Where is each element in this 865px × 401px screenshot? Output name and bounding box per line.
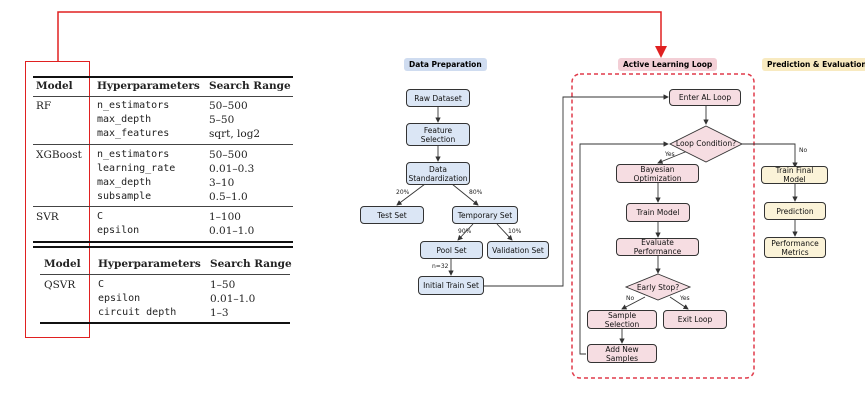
edge-label-val-pct: 10% [508,228,522,235]
edge-label-temp-pct: 80% [469,189,483,196]
node-pool-set: Pool Set [420,241,483,259]
edge-label-no: No [799,147,808,154]
table-header-row: Model Hyperparameters Search Range [32,80,295,92]
node-raw-dataset: Raw Dataset [406,89,470,107]
model-name: XGBoost [36,149,82,161]
edge-label-test-pct: 20% [396,189,410,196]
header-search-range: Search Range [209,80,291,92]
node-train-model: Train Model [626,203,690,222]
early-stop-diamond [624,273,692,301]
header-hyperparameters: Hyperparameters [98,258,201,270]
range-value: 50–500 [209,149,248,161]
param-name: epsilon [98,293,141,304]
header-hyperparameters: Hyperparameters [97,80,200,92]
edge-label-yes: Yes [680,295,690,302]
range-value: 0.01–1.0 [209,225,255,237]
header-search-range: Search Range [210,258,292,270]
table-row: SVR C epsilon 1–100 0.01–1.0 [32,210,258,238]
node-performance-metrics: Performance Metrics [764,237,826,258]
edge-label-n-init: n=32 [432,263,449,270]
active-learning-frame [571,73,755,379]
node-sample-selection: Sample Selection [587,310,657,329]
model-name: QSVR [44,279,76,291]
range-value: 50–500 [209,100,248,112]
param-name: max_depth [97,114,152,125]
table-row: QSVR C epsilon circuit depth 1–50 0.01–1… [40,278,259,320]
edge-label-yes: Yes [665,151,675,158]
lane-title-data-preparation: Data Preparation [404,58,487,71]
node-temporary-set: Temporary Set [452,206,518,224]
range-value: 0.5–1.0 [209,191,248,203]
node-exit-loop: Exit Loop [663,310,727,329]
lane-title-active-learning: Active Learning Loop [618,58,718,71]
node-initial-train-set: Initial Train Set [418,276,484,295]
header-model: Model [44,258,81,270]
highlight-box [25,61,90,338]
range-value: 5–50 [209,114,235,126]
node-validation-set: Validation Set [487,241,549,259]
range-value: 0.01–0.3 [209,163,255,175]
node-loop-condition: Loop Condition? [675,139,737,148]
range-value: sqrt, log2 [209,128,261,140]
param-name: C [98,279,105,290]
node-evaluate-performance: Evaluate Performance [616,238,699,256]
node-test-set: Test Set [360,206,424,224]
param-name: C [97,211,104,222]
table-header-row: Model Hyperparameters Search Range [40,258,296,270]
node-bayesian-optimization: Bayesian Optimization [616,164,699,183]
param-name: max_depth [97,177,152,188]
table-row: XGBoost n_estimators learning_rate max_d… [32,148,258,204]
table-row: RF n_estimators max_depth max_features 5… [32,99,264,141]
loop-condition-diamond [668,125,744,163]
node-enter-al-loop: Enter AL Loop [669,89,741,106]
node-add-new-samples: Add New Samples [587,344,657,363]
edge-label-no: No [626,295,635,302]
node-data-standardization: Data Standardization [406,162,470,185]
lane-title-prediction: Prediction & Evaluation [762,58,865,71]
param-name: learning_rate [97,163,176,174]
param-name: circuit depth [98,307,177,318]
model-name: RF [36,100,52,112]
node-train-final-model: Train Final Model [761,166,828,184]
range-value: 0.01–1.0 [210,293,256,305]
node-prediction: Prediction [764,202,826,220]
node-feature-selection: Feature Selection [406,123,470,146]
model-name: SVR [36,211,59,223]
param-name: n_estimators [97,100,170,111]
range-value: 1–50 [210,279,236,291]
edge-label-pool-pct: 90% [458,228,472,235]
param-name: subsample [97,191,152,202]
node-early-stop: Early Stop? [636,283,680,292]
param-name: n_estimators [97,149,170,160]
range-value: 1–100 [209,211,241,223]
range-value: 1–3 [210,307,229,319]
header-model: Model [36,80,73,92]
param-name: epsilon [97,225,140,236]
param-name: max_features [97,128,170,139]
range-value: 3–10 [209,177,235,189]
